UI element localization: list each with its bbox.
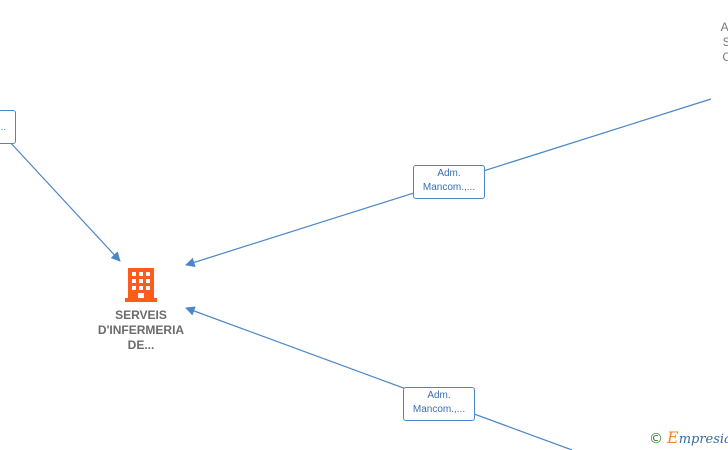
- building-icon: [125, 268, 157, 302]
- edge-label-adm-bottom[interactable]: Adm. Mancom.,...: [403, 387, 475, 421]
- person-top-right-line-1: Arn: [720, 20, 728, 34]
- person-node-top-right[interactable]: Arn Sa Ca (: [700, 20, 728, 103]
- person-top-right-line-4: (: [700, 88, 728, 103]
- edge-label-line-2: Mancom.,...: [412, 404, 466, 415]
- copyright-icon: ©: [649, 431, 663, 447]
- edge-label-line-1: Adm.: [427, 390, 451, 401]
- company-name-line-2: D'INFERMERIA: [97, 323, 185, 337]
- person-top-left-label: ...: [0, 122, 7, 133]
- person-top-right-line-2: Sa: [722, 35, 728, 49]
- brand-rest: mpresia: [678, 432, 728, 447]
- person-node-top-left[interactable]: ...: [0, 110, 16, 144]
- company-name-line-3: DE...: [127, 338, 155, 352]
- person-top-right-line-3: Ca: [722, 50, 728, 64]
- edge-top-left-to-company: [7, 139, 121, 262]
- edge-label-line-2: Mancom.,...: [422, 182, 476, 193]
- company-name-line-1: SERVEIS: [115, 308, 167, 322]
- empresia-watermark: ©Empresia: [649, 428, 728, 447]
- edge-bottom-right-to-company: [185, 306, 573, 450]
- brand-initial: E: [667, 428, 679, 447]
- company-name: SERVEIS D'INFERMERIA DE...: [84, 308, 198, 353]
- edge-label-line-1: Adm.: [437, 168, 461, 179]
- company-node[interactable]: SERVEIS D'INFERMERIA DE...: [84, 266, 198, 353]
- edge-label-adm-top[interactable]: Adm. Mancom.,...: [413, 165, 485, 199]
